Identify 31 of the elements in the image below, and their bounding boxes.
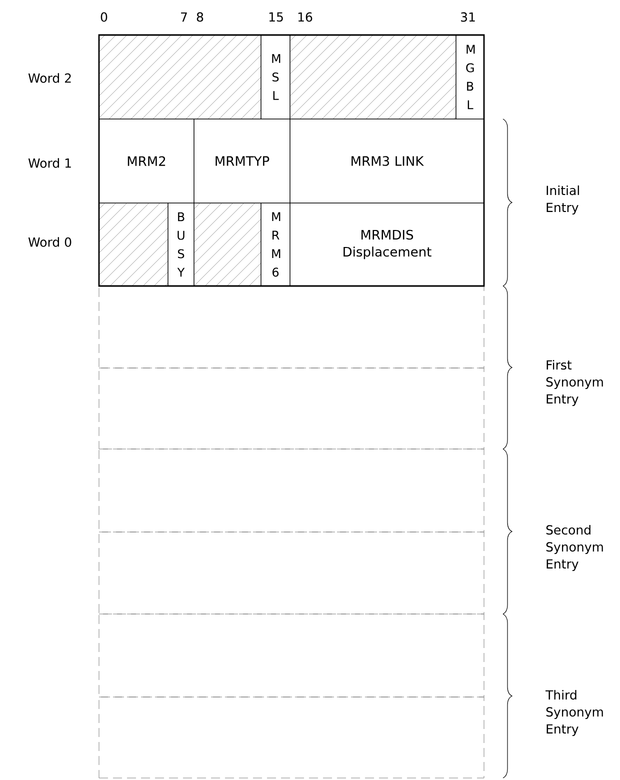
field-cell: MRMTYP (194, 118, 290, 204)
reserved-field (98, 202, 168, 286)
synonym-row (98, 286, 484, 368)
bit-number: 15 (269, 12, 283, 22)
field-cell: MGBL (456, 34, 484, 120)
field-cell: BUSY (168, 202, 194, 286)
field-cell: MSL (260, 34, 290, 120)
entry-label: Second Synonym Entry (546, 524, 603, 572)
field-cell: MRM3 LINK (290, 118, 484, 204)
bit-number: 7 (181, 12, 187, 22)
word-label: Word 1 (28, 158, 71, 168)
word-label: Word 2 (28, 73, 71, 83)
entry-label: First Synonym Entry (546, 360, 603, 406)
field-cell: MRM6 (260, 202, 290, 286)
bit-number: 8 (196, 12, 204, 22)
field-cell: MRMDIS Displacement (290, 202, 484, 286)
bit-number: 16 (298, 12, 312, 22)
reserved-field (98, 34, 262, 120)
word-label: Word 0 (28, 237, 72, 247)
synonym-row (98, 614, 484, 698)
reserved-field (290, 34, 456, 120)
entry-label: Initial Entry (546, 185, 579, 215)
field-cell: MRM2 (98, 118, 194, 204)
bit-number: 31 (461, 12, 475, 22)
synonym-row (98, 696, 484, 778)
synonym-row (98, 368, 484, 450)
synonym-row (98, 532, 484, 614)
reserved-field (194, 202, 262, 286)
bit-number: 0 (100, 12, 108, 22)
synonym-row (98, 448, 484, 532)
entry-label: Third Synonym Entry (546, 690, 603, 736)
